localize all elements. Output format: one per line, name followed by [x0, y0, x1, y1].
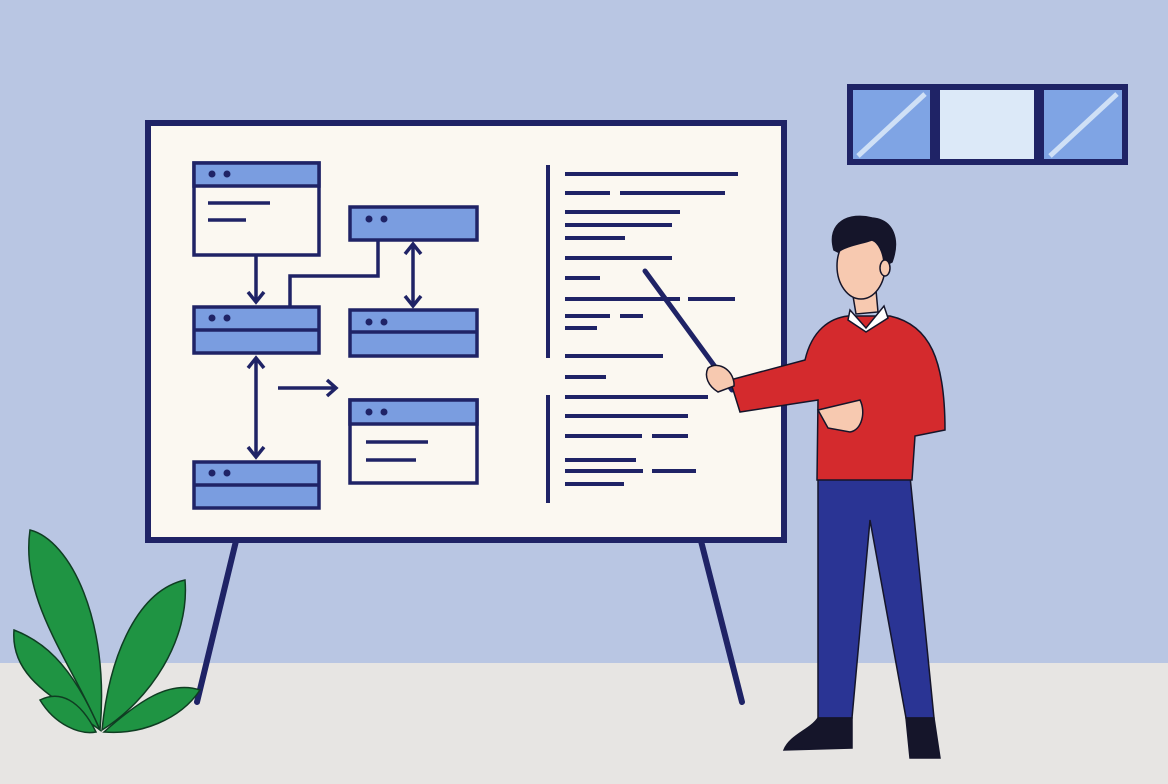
right-shoe: [905, 717, 941, 759]
diagram-box-2: [348, 205, 479, 242]
wall-window: [847, 84, 1128, 165]
text-lines: [546, 165, 738, 503]
diagram-dots: [208, 170, 388, 477]
diagram-box-6: [192, 460, 321, 510]
shirt: [729, 315, 946, 481]
easel-legs: [194, 538, 745, 705]
pointing-hand: [816, 399, 864, 433]
left-shoe: [782, 717, 853, 751]
diagram-connectors: [246, 240, 423, 460]
presenter: [705, 215, 946, 759]
plant: [13, 529, 202, 734]
diagram-box-3: [192, 305, 321, 355]
ear: [879, 259, 891, 277]
floor: [0, 663, 1168, 784]
holding-hand: [705, 364, 735, 393]
hair: [831, 215, 897, 268]
collar: [847, 304, 889, 333]
diagram-box-4: [348, 308, 479, 358]
